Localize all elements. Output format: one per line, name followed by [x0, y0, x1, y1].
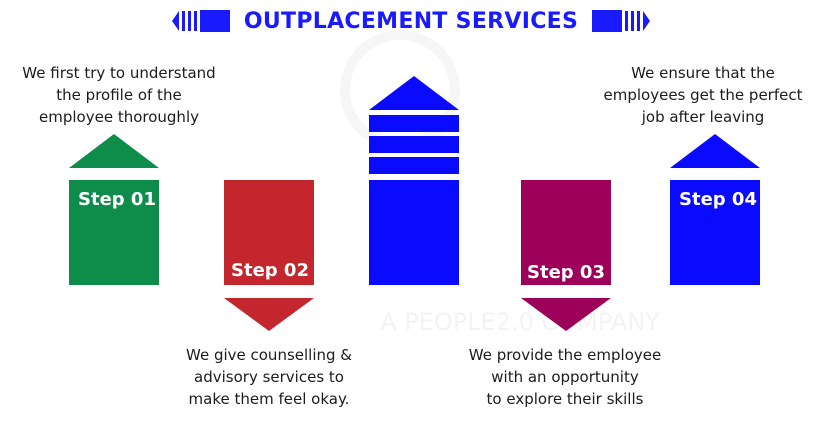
- step-01-line-1: We first try to understand: [22, 64, 216, 82]
- step-01-body: [69, 180, 159, 285]
- step-02-line-1: We give counselling &: [186, 346, 352, 364]
- step-03-label: Step 03: [527, 262, 605, 283]
- step-04-arrowhead: [670, 134, 760, 168]
- center-bar-2: [369, 136, 459, 153]
- step-04-line-1: We ensure that the: [631, 64, 775, 82]
- center-bar-3: [369, 157, 459, 174]
- center-arrowhead: [369, 76, 459, 110]
- step-01-description: We first try to understand the profile o…: [4, 62, 234, 128]
- title-bar: OUTPLACEMENT SERVICES: [0, 6, 822, 36]
- step-02-line-2: advisory services to: [194, 368, 344, 386]
- step-04-arrow: [670, 134, 760, 285]
- step-02-body: [224, 180, 314, 285]
- step-03-line-3: to explore their skills: [486, 390, 644, 408]
- step-01-line-2: the profile of the: [56, 86, 182, 104]
- watermark-logo: A PEOPLE2.0 COMPANY: [340, 30, 660, 336]
- step-02-arrowhead: [224, 298, 314, 331]
- step-02-line-3: make them feel okay.: [188, 390, 350, 408]
- step-03-body: [521, 180, 611, 285]
- step-03-line-2: with an opportunity: [491, 368, 639, 386]
- watermark-text: A PEOPLE2.0 COMPANY: [380, 308, 660, 336]
- right-title-decoration-icon: [592, 10, 651, 32]
- page-title: OUTPLACEMENT SERVICES: [243, 8, 579, 34]
- step-04-line-2: employees get the perfect: [603, 86, 803, 104]
- step-02-arrow: [224, 180, 314, 331]
- step-01-arrowhead: [69, 134, 159, 168]
- center-bar-1: [369, 115, 459, 132]
- step-01-label: Step 01: [78, 189, 156, 210]
- step-03-arrow: [521, 180, 611, 331]
- step-04-label: Step 04: [679, 189, 757, 210]
- step-04-description: We ensure that the employees get the per…: [588, 62, 818, 128]
- center-arrow: [369, 76, 459, 285]
- step-01-arrow: [69, 134, 159, 285]
- step-04-line-3: job after leaving: [641, 108, 765, 126]
- step-03-line-1: We provide the employee: [468, 346, 662, 364]
- step-01-line-3: employee thoroughly: [39, 108, 199, 126]
- step-02-label: Step 02: [231, 260, 309, 281]
- step-02-description: We give counselling & advisory services …: [154, 344, 384, 410]
- center-body: [369, 180, 459, 285]
- step-03-description: We provide the employee with an opportun…: [450, 344, 680, 410]
- step-03-arrowhead: [521, 298, 611, 331]
- step-04-body: [670, 180, 760, 285]
- left-title-decoration-icon: [171, 10, 230, 32]
